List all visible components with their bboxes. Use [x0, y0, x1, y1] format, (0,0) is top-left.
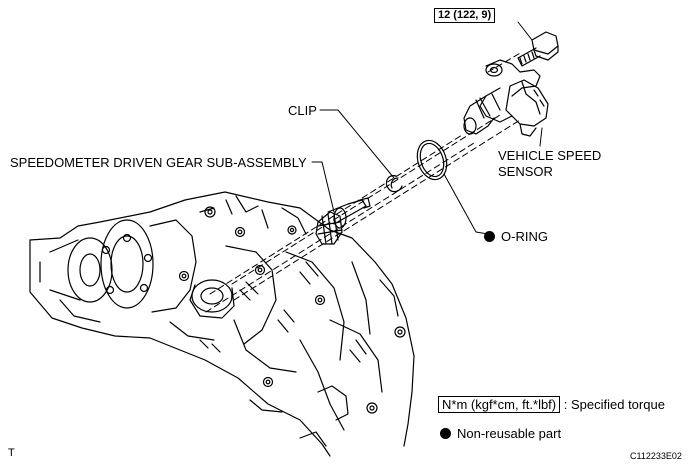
vehicle-speed-sensor: [463, 59, 549, 137]
speedometer-driven-gear: [315, 197, 371, 245]
corner-mark-left: T: [8, 447, 15, 459]
assembly-guide-lines: [205, 51, 523, 313]
non-reusable-dot-icon: [484, 231, 495, 242]
o-ring-callout: O-RING: [484, 229, 548, 244]
legend-non-reusable: Non-reusable part: [440, 426, 561, 441]
vehicle-speed-sensor-label-line2: SENSOR: [498, 164, 553, 179]
o-ring: [416, 139, 448, 181]
legend-torque-desc: : Specified torque: [563, 397, 665, 412]
speedometer-driven-gear-label: SPEEDOMETER DRIVEN GEAR SUB-ASSEMBLY: [10, 155, 307, 170]
clip-label: CLIP: [288, 103, 317, 118]
torque-value-box: 12 (122, 9): [434, 8, 496, 23]
o-ring-label: O-RING: [501, 229, 548, 244]
transmission-housing: [29, 191, 415, 457]
legend-dot-icon: [440, 428, 451, 439]
legend-torque: N*m (kgf*cm, ft.*lbf) : Specified torque: [438, 396, 665, 413]
legend-torque-unit-box: N*m (kgf*cm, ft.*lbf): [438, 396, 561, 413]
clip: [385, 175, 403, 193]
bolt: [517, 31, 559, 67]
figure-code: C112233E02: [630, 451, 682, 461]
vehicle-speed-sensor-label-line1: VEHICLE SPEED: [498, 148, 602, 163]
legend-non-reusable-text: Non-reusable part: [457, 426, 562, 441]
